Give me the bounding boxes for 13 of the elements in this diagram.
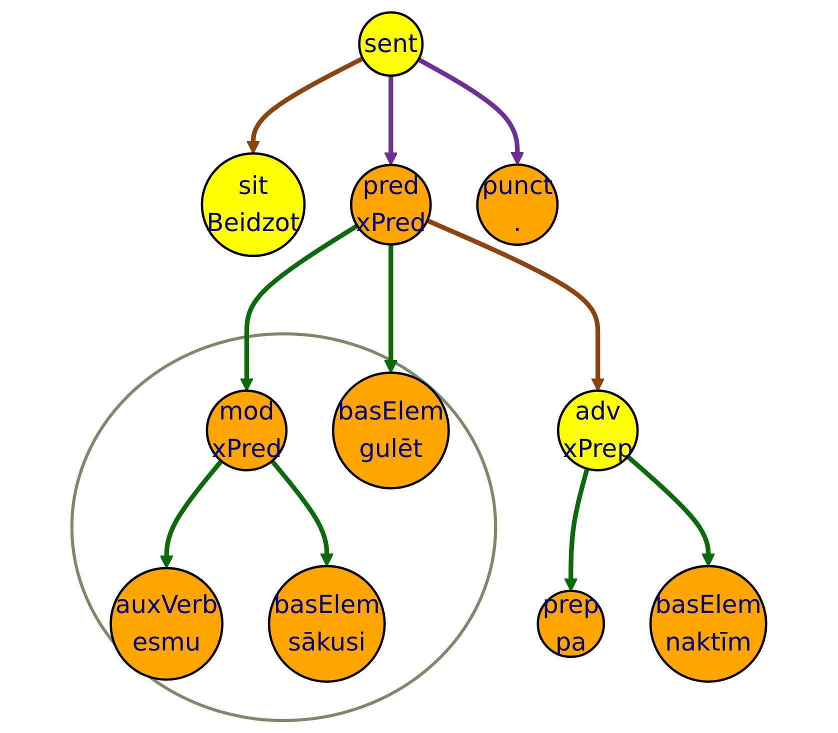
node-circle: sit Beidzot <box>200 152 306 258</box>
node-circle: prep pa <box>536 590 606 658</box>
node-circle: basElem naktīm <box>649 564 768 683</box>
node-circle: punct . <box>476 163 559 246</box>
arrow <box>246 56 364 154</box>
arrow <box>564 468 590 592</box>
arrow <box>626 454 716 567</box>
node-circle: adv xPrep <box>556 390 639 472</box>
node-circle: sent <box>358 11 424 77</box>
node-circle: pred xPred <box>350 164 432 246</box>
arrow <box>426 218 605 392</box>
arrow <box>384 76 398 166</box>
arrow <box>417 57 524 166</box>
